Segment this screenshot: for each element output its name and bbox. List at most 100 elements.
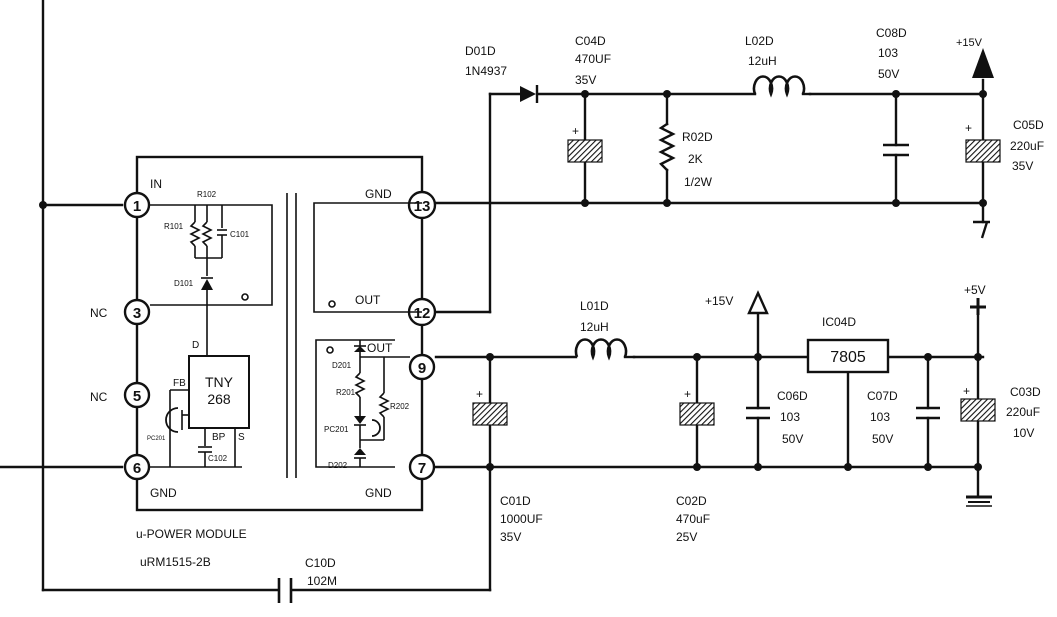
svg-text:D: D (192, 340, 199, 351)
svg-text:10V: 10V (1013, 426, 1034, 440)
svg-text:102M: 102M (307, 574, 337, 588)
svg-text:1: 1 (133, 198, 141, 215)
svg-text:1/2W: 1/2W (684, 175, 713, 189)
svg-text:220uF: 220uF (1010, 139, 1044, 153)
svg-text:470UF: 470UF (575, 52, 611, 66)
svg-text:470uF: 470uF (676, 512, 710, 526)
svg-text:R101: R101 (164, 222, 184, 231)
svg-text:C07D: C07D (867, 389, 898, 403)
regulator-ic04d: 7805 IC04D (806, 315, 890, 374)
svg-text:R201: R201 (336, 388, 356, 397)
pin-12: 12 (407, 297, 437, 327)
svg-text:220uF: 220uF (1006, 405, 1040, 419)
svg-text:IC04D: IC04D (822, 315, 856, 329)
svg-text:FB: FB (173, 378, 186, 389)
svg-text:25V: 25V (676, 530, 697, 544)
svg-text:TNY: TNY (205, 374, 234, 390)
svg-text:L01D: L01D (580, 299, 609, 313)
svg-text:1000UF: 1000UF (500, 512, 543, 526)
svg-text:7805: 7805 (830, 349, 866, 366)
svg-text:D01D: D01D (465, 44, 496, 58)
ground-top (973, 220, 990, 239)
svg-text:50V: 50V (782, 432, 803, 446)
svg-text:R02D: R02D (682, 130, 713, 144)
svg-text:+: + (965, 121, 972, 135)
svg-text:NC: NC (90, 306, 108, 320)
svg-text:C08D: C08D (876, 26, 907, 40)
svg-text:103: 103 (780, 410, 800, 424)
svg-text:PC201: PC201 (324, 425, 349, 434)
svg-text:35V: 35V (500, 530, 521, 544)
plus5v-terminal: +5V (964, 283, 986, 315)
plus15v-top-terminal: +15V (956, 37, 994, 78)
cap-c07d: C07D 103 50V (867, 389, 940, 446)
svg-text:12uH: 12uH (580, 320, 609, 334)
svg-text:L02D: L02D (745, 34, 774, 48)
transformer (286, 193, 297, 478)
svg-text:D101: D101 (174, 279, 194, 288)
svg-text:+15V: +15V (705, 294, 733, 308)
svg-text:D202: D202 (328, 461, 348, 470)
svg-text:103: 103 (878, 46, 898, 60)
cap-c03d: + C03D 220uF 10V (960, 384, 1041, 440)
svg-text:+: + (684, 387, 691, 401)
module-internal-primary: R102 R101 C101 D101 TNY 268 D FB BP S PC… (147, 190, 273, 468)
svg-text:13: 13 (414, 198, 431, 215)
res-r02d: R02D 2K 1/2W (658, 122, 713, 189)
svg-text:+: + (963, 384, 970, 398)
diode-d01d: D01D 1N4937 (465, 44, 539, 103)
pin-3: 3 (123, 298, 151, 326)
svg-text:C04D: C04D (575, 34, 606, 48)
svg-text:5: 5 (133, 388, 141, 405)
svg-text:uRM1515-2B: uRM1515-2B (140, 555, 211, 569)
svg-text:6: 6 (133, 460, 141, 477)
svg-text:C02D: C02D (676, 494, 707, 508)
cap-c01d: + C01D 1000UF 35V (472, 387, 543, 544)
svg-text:OUT: OUT (355, 293, 381, 307)
svg-text:268: 268 (207, 391, 231, 407)
svg-text:103: 103 (870, 410, 890, 424)
cap-c05d: + C05D 220uF 35V (965, 118, 1044, 173)
module-pins: 1 3 5 6 13 12 9 7 (123, 190, 437, 481)
svg-text:3: 3 (133, 305, 141, 322)
module-internal-secondary: D201 R201 R202 PC201 D202 (313, 202, 422, 470)
svg-text:+15V: +15V (956, 37, 983, 49)
pin-1: 1 (123, 191, 151, 219)
inductor-l01d: L01D 12uH (574, 299, 636, 361)
cap-c06d: C06D 103 50V (746, 389, 808, 446)
pin-6: 6 (123, 453, 151, 481)
svg-text:35V: 35V (575, 73, 596, 87)
plus15v-mid-terminal: +15V (705, 290, 769, 315)
svg-text:+: + (476, 387, 483, 401)
svg-text:50V: 50V (872, 432, 893, 446)
pin-13: 13 (407, 190, 437, 220)
module-labels: IN NC NC GND GND OUT GND OUT u-POWER MOD… (90, 177, 393, 569)
svg-text:+: + (572, 124, 579, 138)
cap-c02d: + C02D 470uF 25V (676, 387, 715, 544)
svg-text:7: 7 (418, 460, 426, 477)
svg-text:C101: C101 (230, 230, 250, 239)
svg-text:S: S (238, 432, 245, 443)
svg-text:OUT: OUT (367, 341, 393, 355)
svg-text:PC201: PC201 (147, 436, 166, 442)
svg-text:12uH: 12uH (748, 54, 777, 68)
pin-9: 9 (408, 353, 436, 381)
svg-text:BP: BP (212, 432, 226, 443)
svg-text:50V: 50V (878, 67, 899, 81)
cap-c04d: + C04D 470UF 35V (567, 34, 611, 163)
svg-text:GND: GND (150, 486, 177, 500)
cap-c10d: C10D 102M (277, 556, 337, 603)
svg-text:12: 12 (414, 305, 431, 322)
svg-text:C102: C102 (208, 454, 228, 463)
svg-text:C03D: C03D (1010, 385, 1041, 399)
svg-text:C10D: C10D (305, 556, 336, 570)
svg-text:9: 9 (418, 360, 426, 377)
svg-text:1N4937: 1N4937 (465, 64, 507, 78)
pin-5: 5 (123, 381, 151, 409)
svg-text:GND: GND (365, 187, 392, 201)
ground-bottom (966, 495, 992, 507)
svg-text:R202: R202 (390, 402, 410, 411)
svg-text:C06D: C06D (777, 389, 808, 403)
svg-text:D201: D201 (332, 361, 352, 370)
